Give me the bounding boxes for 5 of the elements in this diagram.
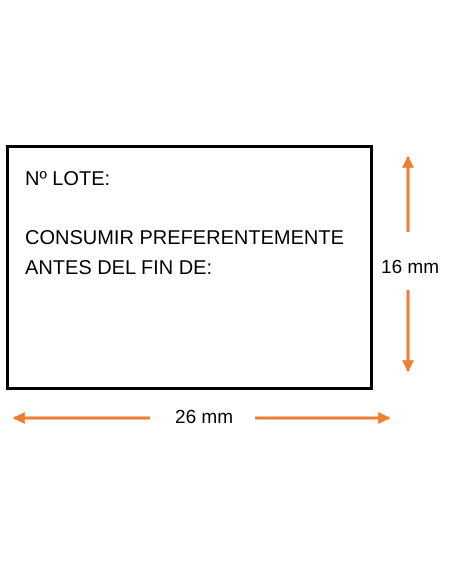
lot-number-label: Nº LOTE: — [25, 167, 112, 192]
best-before-text: CONSUMIR PREFERENTEMENTE ANTES DEL FIN DE: — [25, 226, 345, 281]
label-outline — [6, 145, 373, 390]
dimension-label: 16 mm — [381, 257, 440, 279]
dimension-label: 26 mm — [175, 407, 234, 429]
